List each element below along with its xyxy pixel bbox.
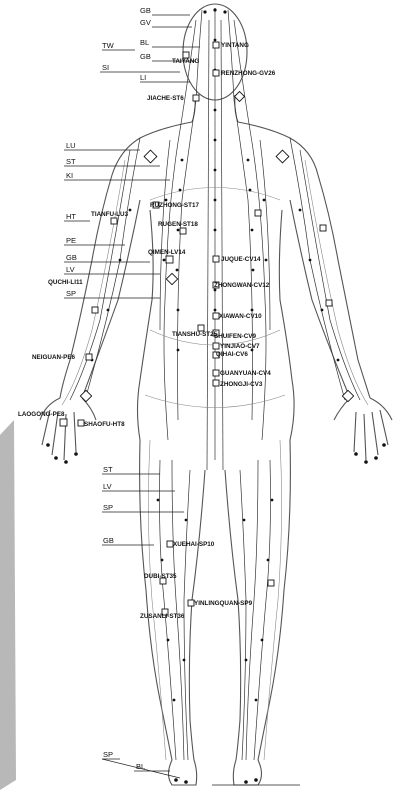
meridian-label: HT bbox=[66, 212, 76, 221]
meridian-label: LV bbox=[103, 482, 112, 491]
point-label-tianfu: TIANFU-LU3 bbox=[91, 211, 129, 218]
meridian-label: LI bbox=[140, 73, 146, 82]
acupoint-squares bbox=[60, 42, 332, 615]
point-label-yintang: YINTANG bbox=[221, 42, 249, 49]
acupoint-dots bbox=[46, 8, 386, 783]
paper-edge-left bbox=[0, 420, 16, 790]
point-label-yinlingquan: YINLINGQUAN-SP9 bbox=[194, 600, 253, 607]
meridian-label: GB bbox=[66, 253, 77, 262]
meridian-label: GV bbox=[140, 18, 151, 27]
point-label-zhongwan: ZHONGWAN-CV12 bbox=[214, 282, 270, 289]
point-label-dubi: DUBI-ST35 bbox=[144, 573, 177, 580]
point-label-zhongji: ZHONGJI-CV3 bbox=[220, 381, 263, 388]
point-label-xiawan: XIAWAN-CV10 bbox=[219, 313, 262, 320]
point-label-shuifen: SHUIFEN-CV9 bbox=[214, 333, 256, 340]
point-label-quchi: QUCHI-LI11 bbox=[48, 279, 83, 286]
body-outline bbox=[40, 4, 392, 785]
meridian-label: ST bbox=[66, 157, 76, 166]
meridian-label: GB bbox=[140, 52, 151, 61]
meridian-label: GB bbox=[140, 6, 151, 15]
point-label-juque: JUQUE-CV14 bbox=[221, 256, 261, 263]
point-label-laogong: LAOGONG-PE8 bbox=[18, 411, 65, 418]
point-label-shaofu: SHAOFU-HT8 bbox=[84, 421, 125, 428]
point-label-qimen: QIMEN-LV14 bbox=[148, 249, 186, 256]
point-label-renzhong: RENZHONG-GV26 bbox=[221, 70, 276, 77]
meridian-label: BL bbox=[136, 762, 145, 771]
meridian-label: BL bbox=[140, 38, 149, 47]
meridian-label: KI bbox=[66, 171, 73, 180]
point-label-guanyuan: GUANYUAN-CV4 bbox=[220, 370, 271, 377]
point-label-ruzhong: RUZHONG-ST17 bbox=[150, 202, 199, 209]
point-label-xuehai: XUEHAI-SP10 bbox=[173, 541, 215, 548]
point-label-neiguan: NEIGUAN-PE6 bbox=[32, 354, 76, 361]
point-label-zusanli: ZUSANLI-ST36 bbox=[140, 613, 185, 620]
meridian-label: TW bbox=[102, 41, 115, 50]
point-label-jiache: JIACHE-ST6 bbox=[147, 95, 184, 102]
meridian-label: LV bbox=[66, 265, 75, 274]
point-label-taiyang: TAIYANG bbox=[172, 58, 199, 65]
point-label-rugen: RUGEN-ST18 bbox=[158, 221, 198, 228]
meridian-label: LU bbox=[66, 141, 76, 150]
meridian-label: PE bbox=[66, 236, 76, 245]
meridian-label: SP bbox=[66, 289, 76, 298]
meridian-label: SP bbox=[103, 750, 113, 759]
point-label-tianshu: TIANSHU-ST25 bbox=[172, 331, 218, 338]
meridian-label: ST bbox=[103, 465, 113, 474]
point-label-yinjiao: YINJIAO-CV7 bbox=[220, 343, 260, 350]
meridian-label: GB bbox=[103, 536, 114, 545]
meridian-label: SI bbox=[102, 63, 109, 72]
point-label-qihai: QIHAI-CV6 bbox=[216, 351, 248, 358]
meridian-label: SP bbox=[103, 503, 113, 512]
